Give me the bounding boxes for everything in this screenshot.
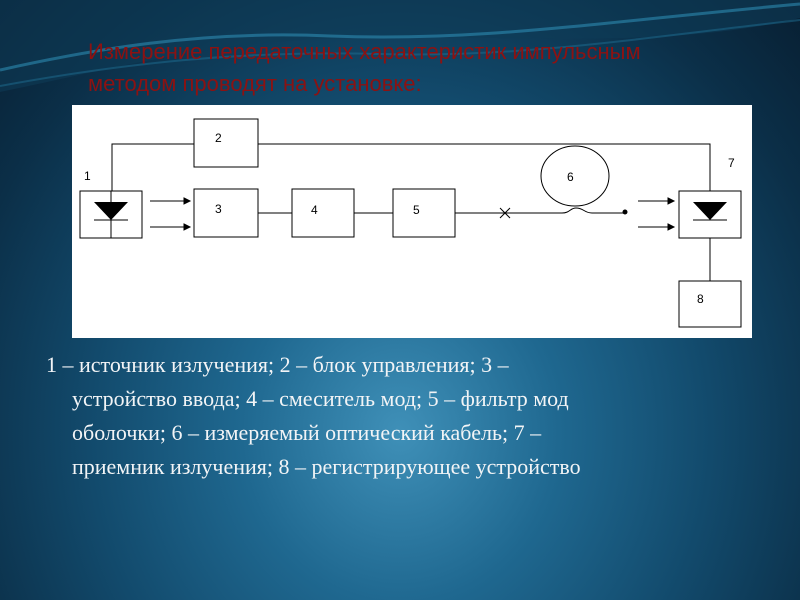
title-line-2: методом проводят на установке: [88,71,422,96]
splice-mark-icon [499,207,511,219]
wire-1-to-2 [111,143,194,191]
block-5-cladding-mode-filter [392,188,456,238]
input-arrows [150,197,192,231]
slide-title: Измерение передаточных характеристик имп… [40,36,760,100]
block-2-control-unit [193,118,259,168]
title-line-1: Измерение передаточных характеристик имп… [88,39,641,64]
fiber-entry [561,207,577,214]
label-3: 3 [215,202,222,216]
label-6: 6 [567,170,574,184]
setup-diagram: 1 2 3 4 5 6 7 8 [72,105,752,338]
fiber-exit [575,207,593,214]
label-2: 2 [215,131,222,145]
legend-line-1: 1 – источник излучения; 2 – блок управле… [46,352,509,377]
label-8: 8 [697,292,704,306]
block-8-recorder [678,280,742,328]
legend-line-4: приемник излучения; 8 – регистрирующее у… [72,454,581,479]
legend-line-2: устройство ввода; 4 – смеситель мод; 5 –… [72,386,569,411]
block-6-optical-cable [540,145,610,207]
label-1: 1 [84,169,91,183]
label-5: 5 [413,203,420,217]
receiver-diode-icon [693,202,727,220]
block-3-input-device [193,188,259,238]
label-4: 4 [311,203,318,217]
fiber-end-dot [622,209,628,215]
connection-lines [111,143,711,281]
output-arrows [638,197,676,231]
label-7: 7 [728,156,735,170]
setup-diagram-svg: 1 2 3 4 5 6 7 8 [79,118,742,328]
legend-line-3: оболочки; 6 – измеряемый оптический кабе… [72,420,542,445]
block-4-mode-mixer [291,188,355,238]
diagram-legend: 1 – источник излучения; 2 – блок управле… [46,348,758,484]
wire-2-to-7 [258,143,711,191]
